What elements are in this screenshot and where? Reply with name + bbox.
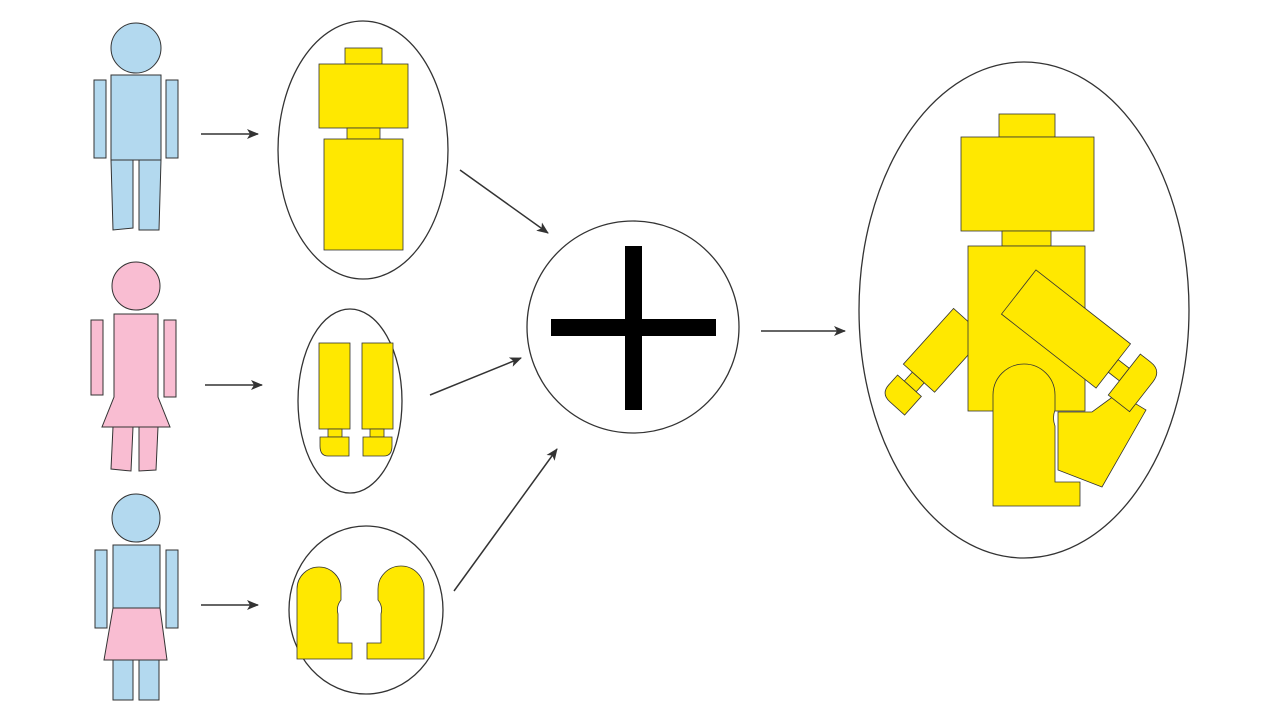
- arrow-legs-to-plus: [453, 448, 558, 592]
- torso-parts-bubble: [277, 20, 449, 280]
- assembled-yellow-figure-icon: [884, 113, 1158, 507]
- arrow-torso-to-plus: [459, 169, 549, 234]
- plus-icon: [526, 220, 740, 434]
- arrow-arms-to-plus: [429, 357, 522, 396]
- arms-parts-bubble: [297, 308, 403, 494]
- assembled-figure-bubble: [858, 61, 1190, 559]
- mixed-person-figure: [94, 493, 179, 701]
- blue-person-figure: [93, 22, 179, 231]
- legs-parts-bubble: [288, 525, 444, 695]
- pink-person-figure: [90, 261, 177, 472]
